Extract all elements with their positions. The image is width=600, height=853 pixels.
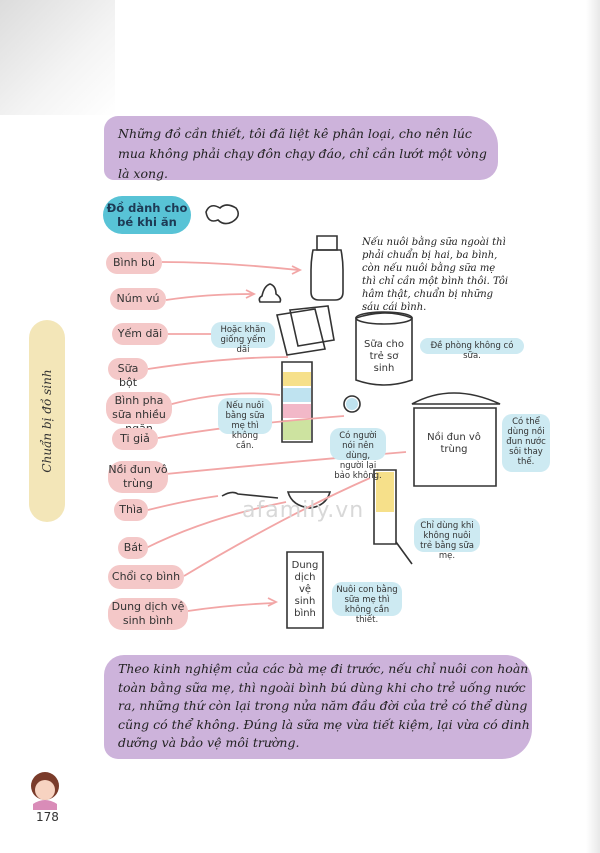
outro-banner [104, 655, 532, 759]
note-de-phong: Đề phòng không có sữa. [420, 338, 524, 361]
item-thia: Thìa [114, 499, 148, 521]
note-khan-yem: Hoặc khăn giống yếm dãi [211, 322, 275, 355]
item-dung-dich: Dung dịch vệ sinh bình [108, 598, 188, 630]
section-title: Đồ dành cho bé khi ăn [103, 196, 191, 234]
bottle-brush-icon [373, 469, 397, 545]
label-dung-dich: Dung dịch vệ sinh bình [291, 560, 319, 619]
bib-icon [276, 308, 326, 356]
note-neu-nuoi-sua-me: Nếu nuôi bằng sữa mẹ thì không cần. [218, 398, 272, 451]
side-tab: Chuẩn bị đồ sinh [29, 320, 65, 522]
outro-text: Theo kinh nghiệm của các bà mẹ đi trước,… [118, 661, 530, 750]
formula-can-icon [355, 312, 413, 386]
spoon-icon [221, 491, 279, 499]
pacifier-icon [205, 204, 240, 225]
label-sua-so-sinh: Sữa cho trẻ sơ sinh [364, 339, 404, 374]
note-nuoi-con-bang: Nuôi con bằng sữa mẹ thì không cần thiết… [332, 582, 402, 625]
label-noi-dun: Nồi đun vô trùng [427, 432, 481, 455]
note-ti-gia: Có người nói nên dùng, người lại bảo khô… [330, 428, 386, 481]
intro-banner [104, 116, 498, 180]
intro-text: Những đồ cần thiết, tôi đã liệt kê phân … [118, 126, 487, 181]
item-choi-co-binh: Chổi cọ bình [108, 565, 184, 589]
note-co-the-dung: Có thể dùng nồi đun nước sôi thay thế. [502, 414, 550, 472]
watermark: afamily.vn [242, 498, 365, 523]
note-chi-dung-khi: Chỉ dùng khi không nuôi trẻ bằng sữa mẹ. [414, 518, 480, 561]
formula-container-icon [281, 361, 313, 443]
item-binh-bu: Bình bú [106, 252, 162, 274]
page-corner-shadow [0, 0, 115, 115]
detergent-bottle-icon [286, 551, 324, 629]
pacifier-small-icon [343, 395, 361, 413]
page-number: 178 [36, 810, 59, 824]
item-sua-bot: Sữa bột [108, 358, 148, 389]
sterilizer-pot-icon [413, 407, 497, 487]
item-num-vu: Núm vú [110, 288, 166, 310]
item-noi-dun: Nồi đun vô trùng [108, 461, 168, 493]
item-yem-dai: Yếm dãi [112, 323, 168, 345]
nipple-icon [258, 283, 282, 303]
note-top-right: Nếu nuôi bằng sữa ngoài thì phải chuẩn b… [362, 237, 509, 313]
item-ti-gia: Ti giả [112, 428, 158, 450]
page-edge-shadow [586, 0, 600, 853]
item-bat: Bát [118, 537, 148, 559]
